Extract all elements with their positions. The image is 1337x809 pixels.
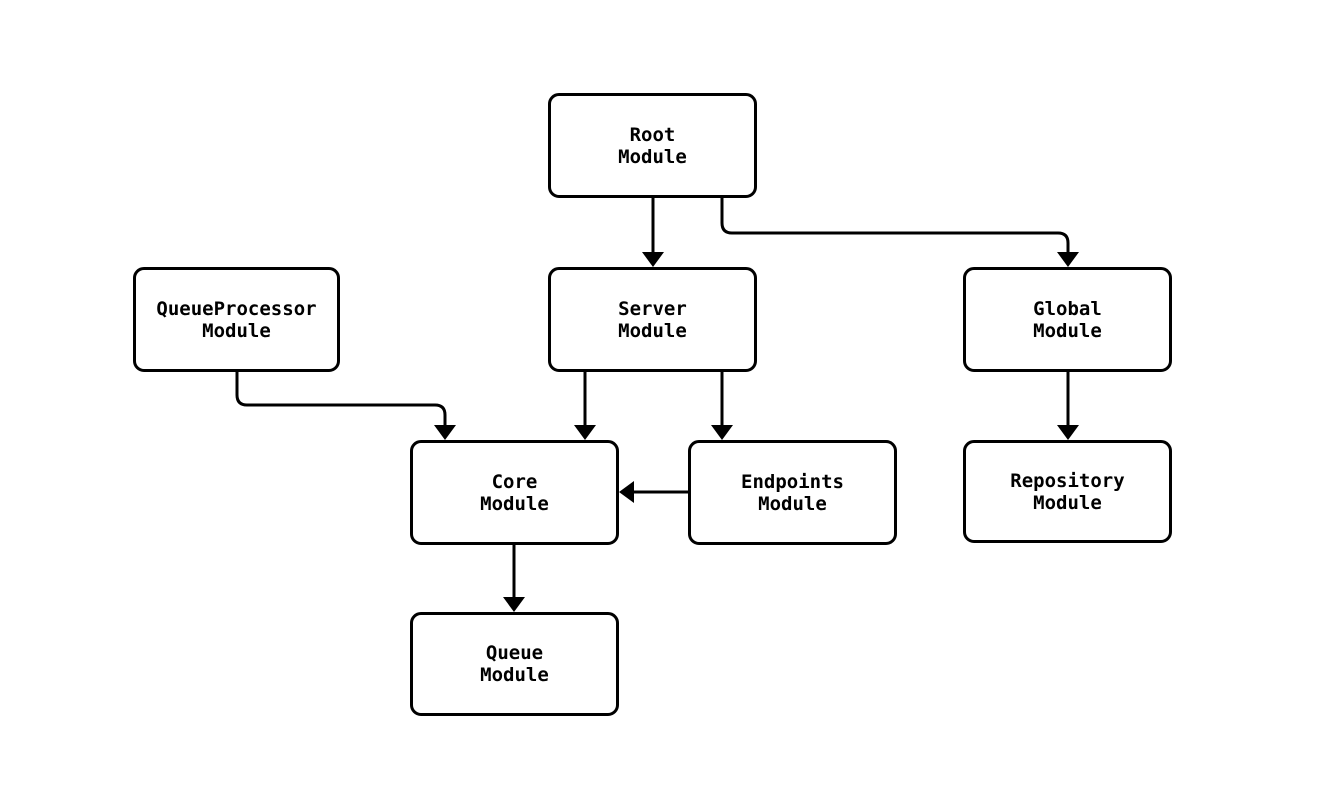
arrowhead-server-to-core: [574, 425, 596, 440]
node-label-line1: Server: [618, 297, 687, 320]
edge-queueprocessor-to-core: [235, 372, 447, 426]
node-label-line1: QueueProcessor: [156, 297, 317, 320]
arrowhead-endpoints-to-core: [619, 481, 634, 503]
node-label: Queue Module: [480, 642, 549, 686]
node-root-module: Root Module: [548, 93, 757, 198]
node-global-module: Global Module: [963, 267, 1172, 372]
node-server-module: Server Module: [548, 267, 757, 372]
arrowhead-root-to-global: [1057, 252, 1079, 267]
node-label-line2: Module: [202, 319, 271, 342]
node-repository-module: Repository Module: [963, 440, 1172, 543]
node-label-line2: Module: [480, 492, 549, 515]
node-label-line2: Module: [1033, 491, 1102, 514]
node-label-line1: Core: [491, 470, 538, 493]
arrowhead-queueprocessor-to-core: [434, 425, 456, 440]
node-label: Endpoints Module: [741, 471, 844, 515]
node-label: Server Module: [618, 298, 687, 342]
node-label-line2: Module: [758, 492, 827, 515]
node-label: QueueProcessor Module: [156, 298, 316, 342]
arrowhead-root-to-server: [642, 252, 664, 267]
node-queueprocessor-module: QueueProcessor Module: [133, 267, 340, 372]
node-label: Core Module: [480, 471, 549, 515]
arrowhead-global-to-repository: [1057, 425, 1079, 440]
node-label-line2: Module: [1033, 319, 1102, 342]
node-queue-module: Queue Module: [410, 612, 619, 716]
arrowhead-core-to-queue: [503, 597, 525, 612]
node-label-line1: Queue: [485, 642, 544, 664]
node-label: Root Module: [618, 124, 687, 168]
arrowhead-server-to-endpoints: [711, 425, 733, 440]
node-label-line1: Root: [629, 123, 676, 146]
node-label: Global Module: [1033, 298, 1102, 342]
node-label-line1: Global: [1033, 297, 1102, 320]
node-core-module: Core Module: [410, 440, 619, 545]
node-endpoints-module: Endpoints Module: [688, 440, 897, 545]
node-label-line1: Repository: [1010, 469, 1125, 492]
node-label-line1: Endpoints: [741, 470, 844, 493]
node-label-line2: Module: [480, 664, 549, 686]
edge-root-to-global: [720, 198, 1070, 253]
node-label-line2: Module: [618, 319, 687, 342]
node-label-line2: Module: [618, 145, 687, 168]
node-label: Repository Module: [1010, 470, 1124, 514]
